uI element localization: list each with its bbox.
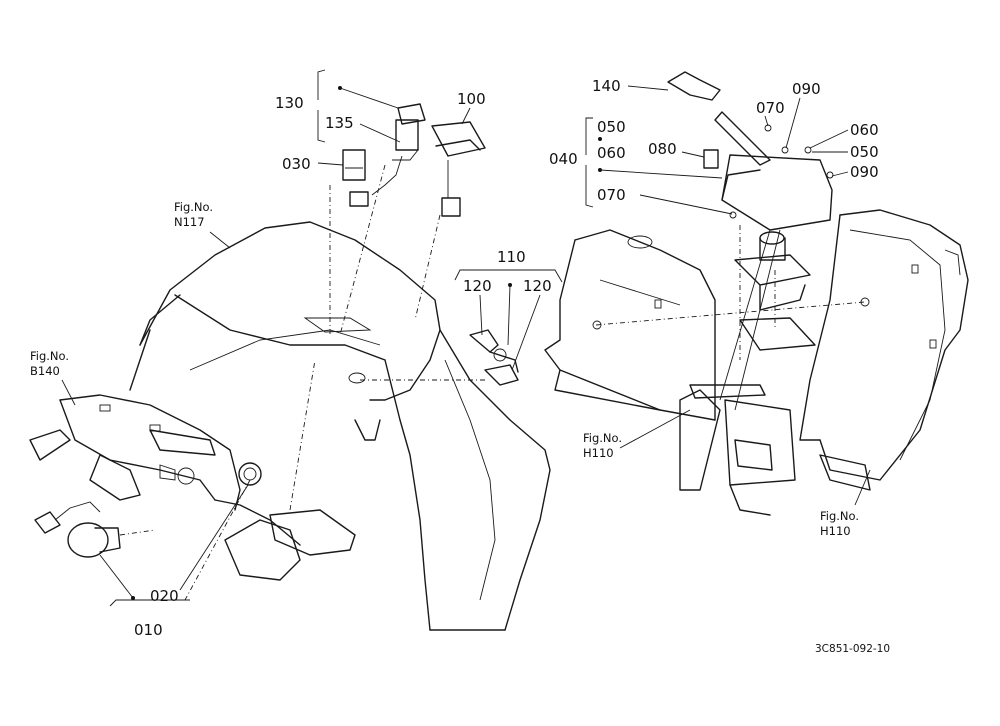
- callout-120-right: 120: [523, 277, 552, 295]
- callout-050-right: 050: [850, 143, 879, 161]
- ignition-key: [469, 329, 519, 386]
- callout-090-top: 090: [792, 80, 821, 98]
- figref-h110-left-label: Fig.No.: [583, 431, 622, 445]
- figref-h110-left-number: H110: [583, 446, 614, 460]
- figref-h110-right-number: H110: [820, 524, 851, 538]
- figref-n117-number: N117: [174, 215, 205, 229]
- callout-040: 040: [549, 150, 578, 168]
- drawing-code: 3C851-092-10: [815, 643, 890, 655]
- callout-010: 010: [134, 621, 163, 639]
- callout-080: 080: [648, 140, 677, 158]
- front-cover-panel: [544, 229, 716, 421]
- callout-090-right: 090: [850, 163, 879, 181]
- combination-switch: [667, 71, 834, 231]
- callout-135: 135: [325, 114, 354, 132]
- callout-050-group: 050: [597, 118, 626, 136]
- callout-030: 030: [282, 155, 311, 173]
- callout-120-left: 120: [463, 277, 492, 295]
- callout-140: 140: [592, 77, 621, 95]
- figref-b140-number: B140: [30, 364, 60, 378]
- figref-n117-label: Fig.No.: [174, 200, 213, 214]
- figref-b140-label: Fig.No.: [30, 349, 69, 363]
- projection-lines-left: [119, 164, 488, 601]
- callout-070-top: 070: [756, 99, 785, 117]
- callout-060-right: 060: [850, 121, 879, 139]
- leader-lines: [61, 69, 871, 607]
- figure-references: Fig.No. N117 Fig.No. B140 Fig.No. H110 F…: [30, 200, 859, 538]
- callout-130: 130: [275, 94, 304, 112]
- lower-bracket: [29, 394, 356, 581]
- figref-h110-right-label: Fig.No.: [820, 509, 859, 523]
- socket-assembly: [34, 462, 262, 558]
- dashboard-cover-panel: [129, 221, 551, 631]
- part-callouts: 130 135 100 030 110 120 120 020 010 140 …: [134, 77, 879, 639]
- projection-lines-right: [595, 225, 866, 360]
- rear-cover-panel: [799, 209, 969, 491]
- callout-070-bottom: 070: [597, 186, 626, 204]
- callout-060-group: 060: [597, 144, 626, 162]
- steering-column: [679, 229, 816, 516]
- callout-100: 100: [457, 90, 486, 108]
- callout-110: 110: [497, 248, 526, 266]
- switch-group: [342, 103, 486, 217]
- callout-020: 020: [150, 587, 179, 605]
